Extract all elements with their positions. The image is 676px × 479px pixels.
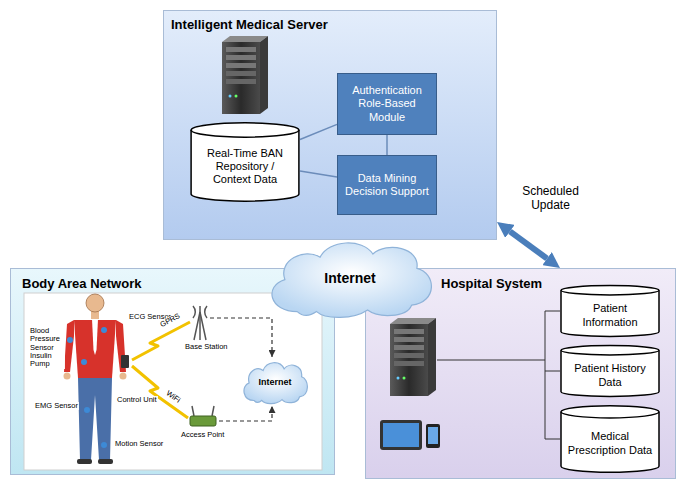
node-text: Intelligent Medical Server — [171, 17, 496, 33]
node-text: Internet — [324, 270, 375, 287]
cylinder-top — [191, 123, 299, 137]
cylinder-top — [561, 286, 659, 295]
node-text: Internet — [258, 377, 291, 388]
node-text: Real-Time BAN Repository / Context Data — [196, 147, 294, 187]
edge-label: Scheduled Update — [515, 184, 587, 213]
callout-label: Base Station — [184, 343, 229, 351]
connector-line — [510, 231, 547, 258]
internet-cloud: Internet — [240, 360, 310, 404]
cylinder-top — [561, 406, 659, 418]
cylinder-body — [561, 350, 659, 396]
node-text: Medical Prescription Data — [566, 430, 654, 456]
node-text: Patient Information — [566, 302, 654, 328]
cloud-shape — [244, 363, 307, 404]
cloud-shape — [272, 243, 431, 317]
callout-label: Insulin Pump — [29, 352, 65, 369]
process-box: Data Mining Decision Support — [337, 155, 437, 215]
callout-label: Motion Sensor — [114, 440, 164, 448]
cylinder-body — [561, 290, 659, 336]
callout-label: Access Point — [180, 431, 225, 439]
callout-label: EMG Sensor — [34, 402, 79, 410]
system-panel: Intelligent Medical ServerAuthentication… — [163, 10, 497, 240]
callout-label: Blood Pressure Sensor — [29, 327, 65, 352]
database-cylinder: Real-Time BAN Repository / Context Data — [190, 122, 300, 202]
process-box: Authentication Role-Based Module — [337, 73, 437, 135]
cylinder-body — [191, 130, 299, 201]
cylinder-top — [561, 346, 659, 355]
cylinder-body — [561, 412, 659, 473]
node-text: Patient History Data — [566, 362, 654, 388]
callout-label: Control Unit — [116, 396, 158, 404]
database-cylinder: Patient History Data — [560, 345, 660, 397]
node-text: Authentication Role-Based Module — [342, 84, 432, 124]
node-text: Data Mining Decision Support — [342, 172, 432, 198]
database-cylinder: Patient Information — [560, 285, 660, 337]
node-text: Body Area Network — [22, 276, 334, 292]
database-cylinder: Medical Prescription Data — [560, 405, 660, 473]
internet-cloud: Internet — [262, 238, 438, 318]
